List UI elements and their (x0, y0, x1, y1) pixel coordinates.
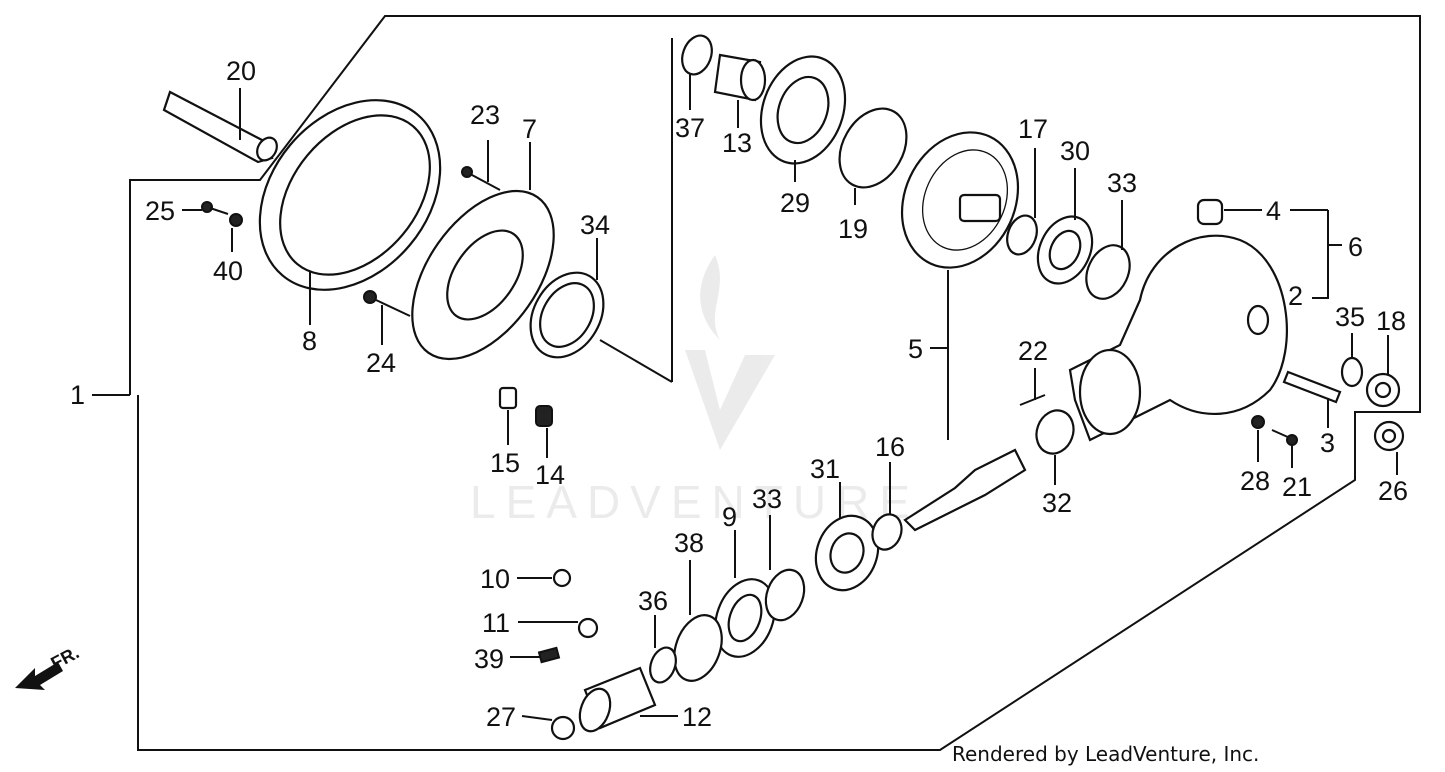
part-33-seal-upper (1085, 200, 1131, 300)
part-18-nut (1365, 335, 1401, 408)
part-24-bolt (363, 290, 411, 345)
part-5-pinion (903, 448, 1027, 532)
part-12-coupler (578, 666, 678, 733)
callout-labels: 20 25 40 8 23 7 24 34 37 13 29 19 17 30 … (70, 56, 1408, 732)
callout-22: 22 (1018, 336, 1048, 366)
callout-11: 11 (482, 608, 510, 638)
callout-24: 24 (366, 348, 396, 378)
callout-20: 20 (226, 56, 256, 86)
part-8-ring-cover (258, 99, 442, 325)
render-credit: Rendered by LeadVenture, Inc. (952, 742, 1260, 766)
callout-25: 25 (145, 196, 175, 226)
callout-29: 29 (780, 188, 810, 218)
part-30-bearing (1036, 168, 1094, 285)
part-14-grommet (535, 405, 553, 458)
part-36-ring (649, 615, 677, 684)
callout-38: 38 (674, 528, 704, 558)
part-11-bolt (518, 617, 599, 639)
part-32-bearing (1035, 409, 1075, 485)
part-37-circlip (681, 34, 713, 110)
callout-34: 34 (580, 210, 610, 240)
part-5-ring-gear (900, 131, 1020, 440)
part-21-bolt (1271, 429, 1298, 468)
callout-27: 27 (486, 702, 516, 732)
part-7-flange (411, 142, 555, 361)
part-26-nut (1373, 420, 1405, 475)
callout-40: 40 (213, 256, 243, 286)
part-15-plate (498, 386, 518, 445)
callout-18: 18 (1376, 306, 1406, 336)
callout-15: 15 (490, 448, 520, 478)
callout-33-lower: 33 (752, 484, 782, 514)
part-19-ring (838, 107, 908, 205)
part-25-bolt (182, 201, 229, 215)
callout-37: 37 (675, 113, 705, 143)
callout-21: 21 (1282, 472, 1312, 502)
part-39-bolt (510, 646, 561, 664)
callout-13: 13 (722, 128, 752, 158)
part-17-shim (1006, 148, 1038, 256)
part-16-ring (871, 462, 903, 551)
callout-7: 7 (522, 114, 537, 144)
callout-36: 36 (638, 586, 668, 616)
part-9-spline-gear (714, 530, 776, 658)
part-40-nut (229, 213, 243, 252)
part-31-bearing (814, 482, 880, 592)
callout-23: 23 (470, 100, 500, 130)
callout-39: 39 (474, 644, 504, 674)
callout-10: 10 (480, 564, 510, 594)
callout-33-upper: 33 (1107, 168, 1137, 198)
callout-32: 32 (1042, 488, 1072, 518)
part-20-pin (162, 88, 278, 164)
callout-6: 6 (1348, 232, 1363, 262)
callout-19: 19 (838, 214, 868, 244)
callout-3: 3 (1320, 428, 1335, 458)
part-4-cap (1196, 198, 1328, 226)
front-direction-arrow: FR. (15, 642, 82, 690)
part-38-ring (673, 560, 723, 682)
final-drive-housing (1068, 234, 1288, 442)
callout-31: 31 (810, 454, 840, 484)
part-13-sleeve (713, 53, 767, 128)
callout-12: 12 (682, 702, 712, 732)
part-29-bearing (759, 55, 847, 182)
callout-28: 28 (1240, 466, 1270, 496)
callout-35: 35 (1335, 302, 1365, 332)
callout-1: 1 (70, 380, 85, 410)
part-10-bolt (517, 568, 572, 588)
callout-16: 16 (875, 432, 905, 462)
assembly-outline (129, 15, 1421, 751)
callout-30: 30 (1060, 136, 1090, 166)
part-3-stud (1282, 370, 1342, 428)
part-33-seal-lower (764, 515, 806, 622)
part-27-nut (521, 715, 576, 741)
part-34-seal (529, 238, 605, 359)
part-22-pin (1019, 368, 1046, 406)
callout-2: 2 (1288, 281, 1303, 311)
callout-9: 9 (722, 502, 737, 532)
callout-8: 8 (302, 326, 317, 356)
callout-26: 26 (1378, 476, 1408, 506)
callout-14: 14 (535, 460, 565, 490)
callout-4: 4 (1266, 196, 1281, 226)
callout-5: 5 (908, 334, 923, 364)
part-6-bracket (1312, 210, 1342, 299)
part-23-bolt (461, 140, 501, 191)
callout-17: 17 (1018, 114, 1048, 144)
part-35-washer (1340, 333, 1364, 388)
part-28-bolt (1251, 415, 1265, 462)
